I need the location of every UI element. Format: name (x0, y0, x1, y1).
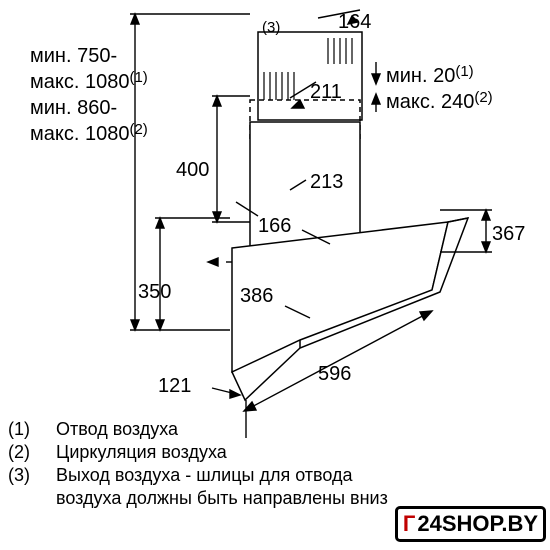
overlap-note-max: макс. 240(2) (386, 89, 493, 113)
legend: (1) Отвод воздуха (2) Циркуляция воздуха… (8, 418, 498, 510)
watermark-prefix: Г (402, 511, 416, 536)
legend-number: (3) (8, 465, 30, 485)
chimney-lower (249, 121, 361, 253)
dim-hood-width: 596 (318, 363, 351, 385)
legend-item: (2) Циркуляция воздуха (8, 441, 498, 464)
dim-hood-height: 350 (138, 281, 171, 303)
dim-glass-offset: 121 (158, 375, 191, 397)
dim-depth-lower: 213 (310, 171, 343, 193)
dim-depth-upper: 211 (310, 81, 342, 103)
height-note-line3: мин. 860- (30, 97, 117, 119)
dim-width-chimney: 164 (338, 11, 371, 33)
legend-item: (3) Выход воздуха - шлицы для отвода (8, 464, 498, 487)
dim-hood-depth: 386 (240, 285, 273, 307)
legend-continuation: воздуха должны быть направлены вниз (56, 488, 388, 508)
watermark-badge: Г 24SHOP.BY (394, 506, 546, 542)
legend-number: (1) (8, 419, 30, 439)
dim-chimney-height: 400 (176, 159, 209, 181)
chimney-upper (257, 31, 363, 121)
vent-reference: (3) (262, 19, 280, 36)
dim-glass-height: 367 (492, 223, 525, 245)
height-note-line4: макс. 1080(2) (30, 121, 148, 145)
legend-item: (1) Отвод воздуха (8, 418, 498, 441)
height-note-line1: мин. 750- (30, 45, 117, 67)
overlap-zone (249, 99, 361, 141)
watermark-text: 24SHOP.BY (417, 511, 538, 536)
legend-text: Выход воздуха - шлицы для отвода (56, 465, 353, 485)
legend-text: Циркуляция воздуха (56, 442, 227, 462)
dim-width-lower: 166 (258, 215, 291, 237)
legend-text: Отвод воздуха (56, 419, 179, 439)
legend-number: (2) (8, 442, 30, 462)
height-note-line2: макс. 1080(1) (30, 69, 148, 93)
overlap-note-min: мин. 20(1) (386, 63, 474, 87)
